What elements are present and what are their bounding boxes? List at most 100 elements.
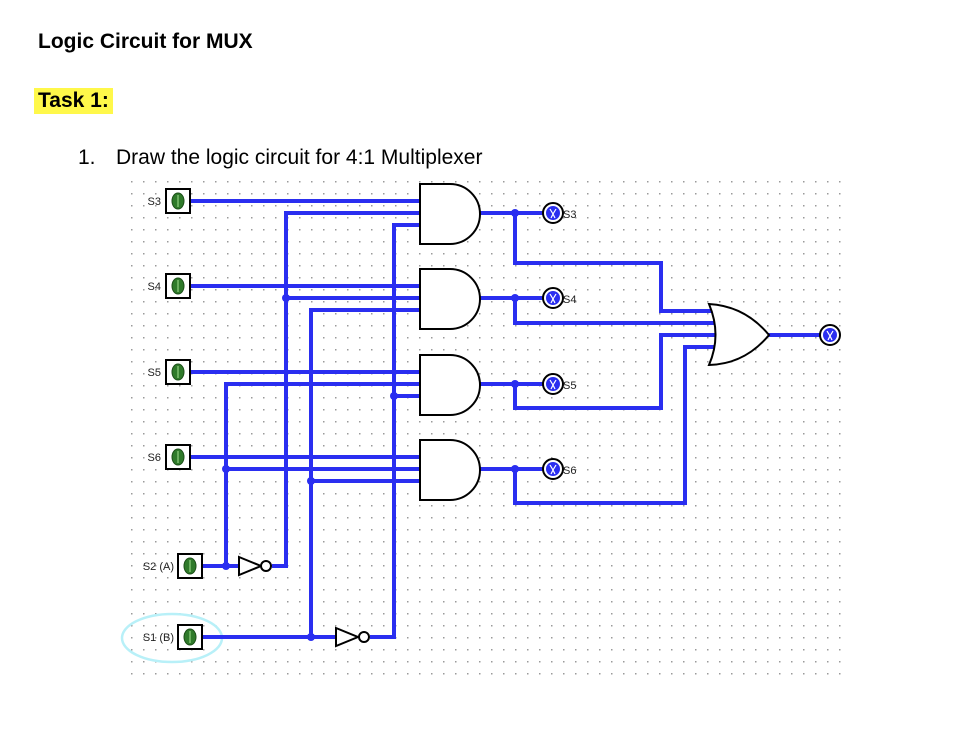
grid-dot (527, 181, 529, 183)
grid-dot (815, 445, 817, 447)
grid-dot (539, 301, 541, 303)
not-gate-a[interactable] (238, 555, 272, 577)
wire-and3-to-or[interactable] (513, 333, 716, 410)
grid-dot (671, 217, 673, 219)
grid-dot (227, 589, 229, 591)
grid-dot (167, 253, 169, 255)
output-probe-s5[interactable] (542, 373, 564, 395)
grid-dot (599, 385, 601, 387)
input-label-s1: S1 (B) (143, 632, 174, 644)
grid-dot (731, 265, 733, 267)
grid-dot (215, 181, 217, 183)
grid-dot (839, 469, 841, 471)
grid-dot (599, 277, 601, 279)
grid-dot (767, 517, 769, 519)
wire-a[interactable] (188, 382, 422, 568)
grid-dot (587, 349, 589, 351)
grid-dot (515, 421, 517, 423)
wire-b-not[interactable] (370, 223, 422, 639)
grid-dot (491, 241, 493, 243)
wire-and4-to-or[interactable] (513, 345, 714, 505)
grid-dot (155, 433, 157, 435)
grid-dot (635, 517, 637, 519)
and-gate-2[interactable] (419, 268, 481, 330)
grid-dot (623, 565, 625, 567)
grid-dot (131, 469, 133, 471)
input-switch-s2[interactable] (177, 553, 203, 579)
grid-dot (791, 337, 793, 339)
grid-dot (731, 241, 733, 243)
grid-dot (407, 181, 409, 183)
grid-dot (263, 493, 265, 495)
and-gate-3[interactable] (419, 354, 481, 416)
grid-dot (527, 289, 529, 291)
grid-dot (611, 421, 613, 423)
input-switch-s1[interactable] (177, 624, 203, 650)
output-probe-s6[interactable] (542, 458, 564, 480)
grid-dot (827, 529, 829, 531)
grid-dot (167, 385, 169, 387)
wire-b-vert[interactable] (309, 308, 422, 639)
grid-dot (131, 265, 133, 267)
grid-dot (239, 193, 241, 195)
grid-dot (803, 481, 805, 483)
grid-dot (371, 409, 373, 411)
grid-dot (491, 457, 493, 459)
grid-dot (251, 205, 253, 207)
grid-dot (551, 577, 553, 579)
grid-dot (179, 505, 181, 507)
grid-dot (491, 613, 493, 615)
grid-dot (587, 661, 589, 663)
output-probe-s3[interactable] (542, 202, 564, 224)
grid-dot (695, 661, 697, 663)
grid-dot (263, 289, 265, 291)
input-switch-s3[interactable] (165, 188, 191, 214)
grid-dot (827, 637, 829, 639)
grid-dot (647, 373, 649, 375)
grid-dot (131, 457, 133, 459)
grid-dot (527, 397, 529, 399)
wire-and2-to-or[interactable] (513, 296, 716, 325)
input-switch-s4[interactable] (165, 273, 191, 299)
wire-and1-to-or[interactable] (513, 211, 714, 313)
output-probe-y[interactable] (819, 324, 841, 346)
grid-dot (359, 529, 361, 531)
grid-dot (599, 349, 601, 351)
input-switch-s5[interactable] (165, 359, 191, 385)
grid-dot (779, 601, 781, 603)
input-switch-s6[interactable] (165, 444, 191, 470)
grid-dot (251, 589, 253, 591)
grid-dot (575, 301, 577, 303)
grid-dot (143, 493, 145, 495)
grid-dot (407, 409, 409, 411)
grid-dot (467, 529, 469, 531)
grid-dot (743, 553, 745, 555)
grid-dot (647, 541, 649, 543)
grid-dot (479, 649, 481, 651)
grid-dot (371, 193, 373, 195)
grid-dot (791, 661, 793, 663)
not-gate-b[interactable] (335, 626, 370, 648)
grid-dot (335, 397, 337, 399)
grid-dot (287, 589, 289, 591)
grid-dot (563, 289, 565, 291)
grid-dot (791, 385, 793, 387)
grid-dot (395, 649, 397, 651)
and-gate-1[interactable] (419, 183, 481, 245)
or-gate[interactable] (707, 302, 771, 367)
grid-dot (563, 349, 565, 351)
wire-a-not[interactable] (272, 211, 422, 568)
grid-dot (527, 421, 529, 423)
grid-dot (755, 385, 757, 387)
grid-dot (575, 205, 577, 207)
grid-dot (599, 529, 601, 531)
grid-dot (683, 313, 685, 315)
grid-dot (743, 469, 745, 471)
grid-dot (527, 493, 529, 495)
grid-dot (635, 613, 637, 615)
and-gate-4[interactable] (419, 439, 481, 501)
output-probe-s4[interactable] (542, 287, 564, 309)
grid-dot (167, 505, 169, 507)
grid-dot (671, 361, 673, 363)
